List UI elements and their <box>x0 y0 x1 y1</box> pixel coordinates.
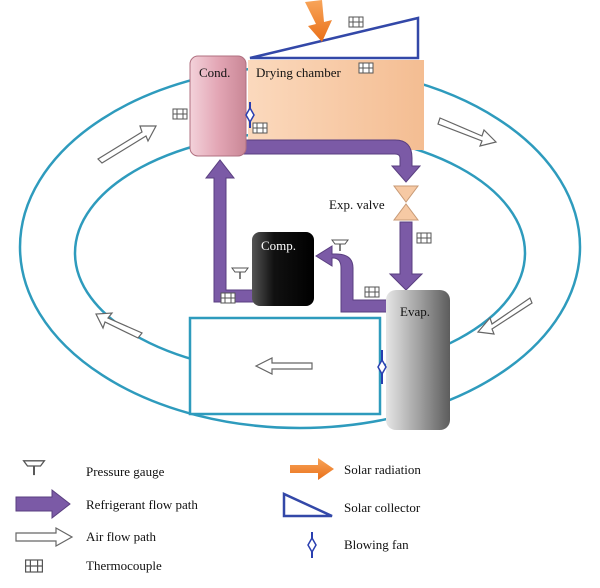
refrigerant-paths <box>204 139 424 313</box>
legend-item-refrigerant-flow: Refrigerant flow path <box>15 488 198 520</box>
thermocouple-icon <box>358 62 374 74</box>
condenser-label: Cond. <box>199 65 230 80</box>
legend-label-solar-radiation: Solar radiation <box>344 462 421 477</box>
air-arrow-bottom-right <box>476 297 533 335</box>
expansion-valve-label: Exp. valve <box>329 197 385 212</box>
drying-chamber <box>248 60 424 150</box>
expansion-valve <box>393 185 419 221</box>
legend-label-refrigerant-flow: Refrigerant flow path <box>86 497 198 512</box>
legend-item-solar-collector: Solar collector <box>282 492 421 518</box>
thermocouple-icon <box>172 108 188 120</box>
refrigerant-comp-to-cond <box>204 159 259 303</box>
blowing-fan-evaporator <box>377 350 387 384</box>
pressure-gauge-icon <box>331 239 349 252</box>
legend-item-thermocouple: Thermocouple <box>24 558 162 573</box>
condenser <box>189 55 247 157</box>
legend-label-thermocouple: Thermocouple <box>86 558 162 573</box>
air-flow-arrows <box>95 117 533 339</box>
thermocouple-icon <box>364 286 380 298</box>
refrigerant-evap-to-comp <box>315 245 389 313</box>
air-arrow-bottom-left <box>95 312 143 339</box>
solar-radiation-arrow <box>305 0 332 42</box>
thermocouple-icon <box>416 232 432 244</box>
refrigerant-cond-to-exp <box>241 139 422 183</box>
air-arrow-duct <box>254 357 313 375</box>
air-arrow-top-right <box>437 117 498 147</box>
drying-chamber-label: Drying chamber <box>256 65 342 80</box>
refrigerant-exp-to-evap <box>388 221 424 291</box>
legend-item-air-flow: Air flow path <box>15 526 157 548</box>
thermocouple-icon <box>220 292 236 304</box>
air-arrow-top-left <box>97 125 157 164</box>
evaporator-label: Evap. <box>400 304 430 319</box>
legend-item-solar-radiation: Solar radiation <box>290 458 421 480</box>
thermocouple-icon <box>348 16 364 28</box>
legend-item-pressure-gauge: Pressure gauge <box>22 460 165 479</box>
evaporator <box>386 290 450 430</box>
legend-item-blowing-fan: Blowing fan <box>307 532 409 558</box>
blowing-fan-condenser <box>245 102 255 128</box>
compressor <box>252 232 314 306</box>
pressure-gauge-icon <box>231 267 249 280</box>
compressor-label: Comp. <box>261 238 296 253</box>
legend-label-air-flow: Air flow path <box>86 529 157 544</box>
legend-label-pressure-gauge: Pressure gauge <box>86 464 165 479</box>
thermocouple-icon <box>252 122 268 134</box>
legend: Pressure gauge Refrigerant flow path Air… <box>15 458 421 573</box>
solar-collector <box>249 16 420 60</box>
legend-label-blowing-fan: Blowing fan <box>344 537 409 552</box>
legend-label-solar-collector: Solar collector <box>344 500 421 515</box>
